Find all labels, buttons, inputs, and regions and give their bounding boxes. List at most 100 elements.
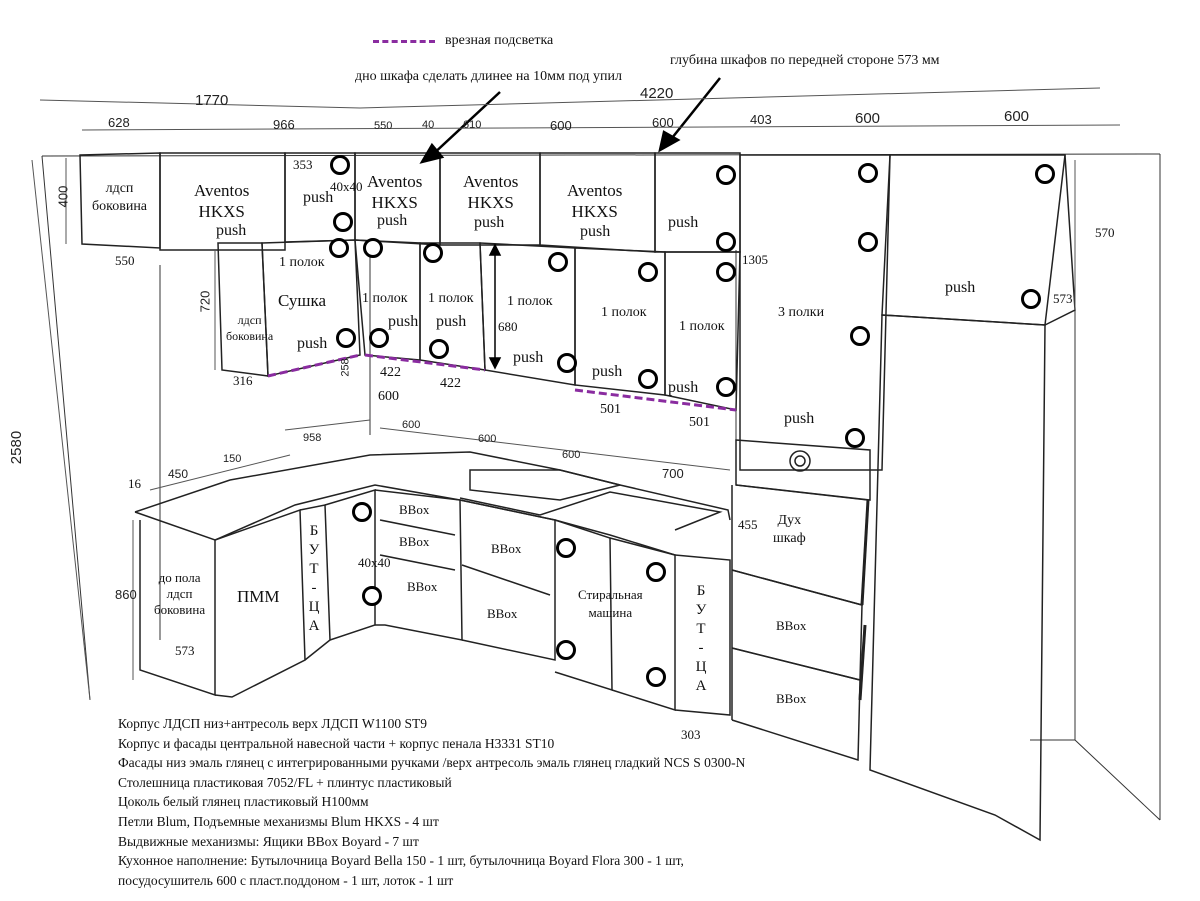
mid-one-shelf-c: 1 полок: [428, 291, 474, 306]
base-bottle-holder-left: Б У Т - Ц А: [308, 523, 320, 634]
dim-400: 400: [55, 185, 71, 208]
push-latch-icon: [556, 538, 576, 558]
push-latch-icon: [423, 243, 443, 263]
push-latch-icon: [369, 328, 389, 348]
dim-700: 700: [662, 466, 684, 481]
tall-oven: Дух шкаф: [773, 513, 806, 546]
push-latch-icon: [548, 252, 568, 272]
note-line: Цоколь белый глянец пластиковый H100мм: [118, 794, 369, 810]
note-line: Петли Blum, Подъемные механизмы Blum HKX…: [118, 813, 439, 829]
mid-one-shelf-f: 1 полок: [679, 319, 725, 334]
base-dishwasher: ПММ: [237, 587, 280, 606]
push-latch-icon: [858, 232, 878, 252]
dim-600-w-c: 600: [562, 449, 581, 461]
dim-422-a: 422: [380, 365, 401, 380]
push-latch-icon: [352, 502, 372, 522]
upper-push-2: push: [377, 212, 408, 229]
push-latch-icon: [556, 640, 576, 660]
dim-403: 403: [750, 112, 772, 127]
dim-550: 550: [115, 253, 135, 268]
dim-501-b: 501: [689, 415, 710, 430]
mid-one-shelf-e: 1 полок: [601, 305, 647, 320]
dim-258: 258: [339, 358, 352, 377]
dim-501-a: 501: [600, 402, 621, 417]
push-latch-icon: [845, 428, 865, 448]
dim-2580: 2580: [8, 430, 26, 465]
note-line: Корпус и фасады центральной навесной час…: [118, 735, 555, 751]
note-line: Корпус ЛДСП низ+антресоль верх ЛДСП W110…: [118, 716, 428, 731]
push-latch-icon: [646, 562, 666, 582]
dim-353: 353: [293, 157, 313, 172]
dim-450: 450: [168, 467, 189, 481]
push-latch-icon: [329, 238, 349, 258]
push-latch-icon: [363, 238, 383, 258]
dimension-lines: [31, 87, 1121, 701]
dim-total-right: 4220: [640, 85, 674, 102]
lighting-lines: [267, 353, 737, 412]
upper-push-right: push: [668, 214, 699, 231]
base-to-floor-panel: до пола лдсп боковина: [154, 570, 206, 617]
dim-860: 860: [115, 587, 137, 602]
dim-573-left: 573: [175, 643, 195, 658]
dim-680: 680: [498, 319, 518, 334]
base-washing-machine: Стиральная машина: [578, 587, 643, 620]
upper-aventos-3: Aventos HKXS: [463, 172, 519, 212]
push-latch-icon: [330, 155, 350, 175]
dim-600-b: 600: [652, 115, 674, 130]
annotation-depth-front: глубина шкафов по передней стороне 573 м…: [670, 53, 940, 68]
dim-1305: 1305: [742, 252, 768, 267]
height-arrow-680: [488, 243, 502, 370]
push-latch-icon: [716, 232, 736, 252]
annotation-arrows: [419, 77, 721, 164]
mid-one-shelf-a: 1 полок: [279, 255, 325, 270]
tall-bbox-6: BBox: [776, 618, 807, 633]
dim-600-c: 600: [855, 110, 881, 127]
base-bottle-holder-right: Б У Т - Ц А: [695, 583, 707, 694]
mid-one-shelf-d: 1 полок: [507, 294, 553, 309]
upper-push-353: push: [303, 189, 334, 206]
mid-push-b: push: [388, 313, 419, 330]
mid-one-shelf-b: 1 полок: [362, 291, 408, 306]
specification-notes: Корпус ЛДСП низ+антресоль верх ЛДСП W110…: [118, 714, 745, 890]
mid-drying: Сушка: [278, 291, 327, 310]
tall-bbox-7: BBox: [776, 691, 807, 706]
dim-550-top: 550: [374, 120, 393, 132]
base-units: [134, 439, 871, 762]
dim-16: 16: [128, 476, 141, 491]
note-line: Выдвижные механизмы: Ящики BBox Boyard -…: [118, 833, 419, 849]
dim-600-a: 600: [550, 118, 572, 133]
dim-570: 570: [1095, 225, 1115, 240]
push-latch-icon: [333, 212, 353, 232]
note-line: Кухонное наполнение: Бутылочница Boyard …: [118, 853, 684, 869]
dim-573-right: 573: [1053, 291, 1073, 306]
dim-720: 720: [197, 290, 213, 313]
note-line: Столешница пластиковая 7052/FL + плинтус…: [118, 774, 452, 790]
push-latch-icon: [638, 262, 658, 282]
dim-600-under: 600: [378, 389, 399, 404]
dim-455: 455: [738, 517, 758, 532]
dim-422-b: 422: [440, 376, 461, 391]
dim-958: 958: [303, 432, 322, 444]
upper-push-3: push: [474, 214, 505, 231]
base-bbox-2: BBox: [399, 534, 430, 549]
dim-40-top: 40: [422, 119, 435, 131]
dim-600-d: 600: [1004, 108, 1030, 125]
dim-600-w-a: 600: [402, 419, 421, 431]
note-line: посудосушитель 600 с пласт.поддоном - 1 …: [118, 872, 454, 888]
dim-40x40-top: 40x40: [330, 179, 363, 194]
mid-side-panel-label: лдсп боковина: [226, 313, 274, 343]
dim-total-left: 1770: [195, 92, 229, 109]
dim-966: 966: [273, 117, 295, 132]
push-latch-icon: [646, 667, 666, 687]
base-bbox-4: BBox: [491, 541, 522, 556]
note-line: Фасады низ эмаль глянец с интегрированны…: [118, 755, 746, 771]
annotation-bottom-longer: дно шкафа сделать длинее на 10мм под упи…: [355, 69, 623, 84]
dim-316: 316: [233, 373, 253, 388]
upper-push-4: push: [580, 223, 611, 240]
upper-aventos-4: Aventos HKXS: [567, 181, 623, 221]
dim-600-w-b: 600: [478, 433, 497, 445]
upper-aventos-2: Aventos HKXS: [367, 172, 423, 212]
upper-side-panel-label: лдсп боковина: [92, 181, 148, 214]
dim-150: 150: [223, 453, 242, 465]
